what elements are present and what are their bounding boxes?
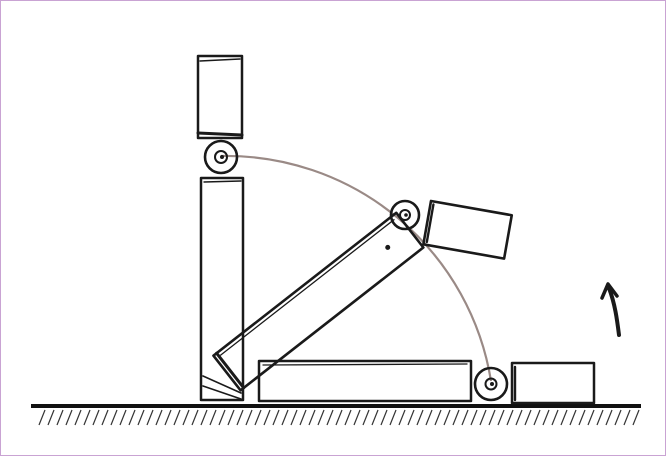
rotation-arrow-icon xyxy=(602,284,619,335)
ground-hatch-line xyxy=(516,410,522,425)
ground-hatch-line xyxy=(120,410,126,425)
ground-hatch-line xyxy=(291,410,297,425)
ground-hatch-line xyxy=(129,410,135,425)
ground-hatch-line xyxy=(498,410,504,425)
ground-hatch-line xyxy=(138,410,144,425)
ground-hatch-line xyxy=(417,410,423,425)
ground-hatch-line xyxy=(570,410,576,425)
ground-hatch-line xyxy=(399,410,405,425)
ground-hatch-line xyxy=(93,410,99,425)
ground-hatch-line xyxy=(147,410,153,425)
ground-hatch-line xyxy=(579,410,585,425)
ground-hatch-line xyxy=(534,410,540,425)
ground-hatch-line xyxy=(615,410,621,425)
horizontal-block xyxy=(259,361,471,401)
ground-hatch-line xyxy=(66,410,72,425)
ground-hatch-line xyxy=(174,410,180,425)
ground-hatch-line xyxy=(309,410,315,425)
ground-hatch-line xyxy=(237,410,243,425)
ground-hatch-line xyxy=(318,410,324,425)
ground-hatch-line xyxy=(183,410,189,425)
end-block xyxy=(512,363,594,403)
ground-hatch-line xyxy=(624,410,630,425)
ground-hatch-line xyxy=(462,410,468,425)
ground-hatch-line xyxy=(372,410,378,425)
tilted-block xyxy=(423,201,511,259)
ground-hatch-line xyxy=(75,410,81,425)
ground-hatch-line xyxy=(354,410,360,425)
ground-hatch-line xyxy=(606,410,612,425)
ground-hatch-line xyxy=(633,410,639,425)
ground-hatch-line xyxy=(84,410,90,425)
ground-hatch-line xyxy=(264,410,270,425)
ground-hatch-line xyxy=(435,410,441,425)
ground-hatch-line xyxy=(300,410,306,425)
ground-hatch-line xyxy=(480,410,486,425)
ground-hatch-line xyxy=(561,410,567,425)
ground-hatch-line xyxy=(327,410,333,425)
ground-hatch-line xyxy=(390,410,396,425)
ground-hatch-line xyxy=(273,410,279,425)
ground-hatch-line xyxy=(408,410,414,425)
ground-hatch-line xyxy=(48,410,54,425)
ground-hatch-line xyxy=(102,410,108,425)
ground-hatch-line xyxy=(597,410,603,425)
ground-hatch-line xyxy=(363,410,369,425)
ground-hatch-line xyxy=(219,410,225,425)
ground-hatch-line xyxy=(525,410,531,425)
ground-hatch-line xyxy=(192,410,198,425)
ground-hatch-line xyxy=(444,410,450,425)
ground-hatch-line xyxy=(156,410,162,425)
ground-hatch-line xyxy=(345,410,351,425)
ground-hatch-line xyxy=(201,410,207,425)
ground-hatch-line xyxy=(588,410,594,425)
ground-hatch-line xyxy=(453,410,459,425)
ground xyxy=(31,406,641,425)
ground-hatch-line xyxy=(165,410,171,425)
top-block xyxy=(198,56,242,138)
ground-hatch-line xyxy=(381,410,387,425)
ground-hatch-line xyxy=(39,410,45,425)
ground-hatch-line xyxy=(426,410,432,425)
ground-hatch-line xyxy=(282,410,288,425)
ground-hatch-line xyxy=(336,410,342,425)
ground-hatch-line xyxy=(111,410,117,425)
hinge-joint-icon xyxy=(475,368,507,400)
ground-hatch-line xyxy=(246,410,252,425)
trajectory-arc xyxy=(221,156,491,381)
ground-hatch-line xyxy=(57,410,63,425)
ground-hatch-line xyxy=(228,410,234,425)
diagonal-block xyxy=(213,213,423,391)
ground-hatch-line xyxy=(552,410,558,425)
ground-hatch-line xyxy=(543,410,549,425)
ground-hatch-line xyxy=(471,410,477,425)
ground-hatch-line xyxy=(507,410,513,425)
ground-hatch-line xyxy=(489,410,495,425)
ground-hatch-line xyxy=(255,410,261,425)
ground-hatch-line xyxy=(210,410,216,425)
